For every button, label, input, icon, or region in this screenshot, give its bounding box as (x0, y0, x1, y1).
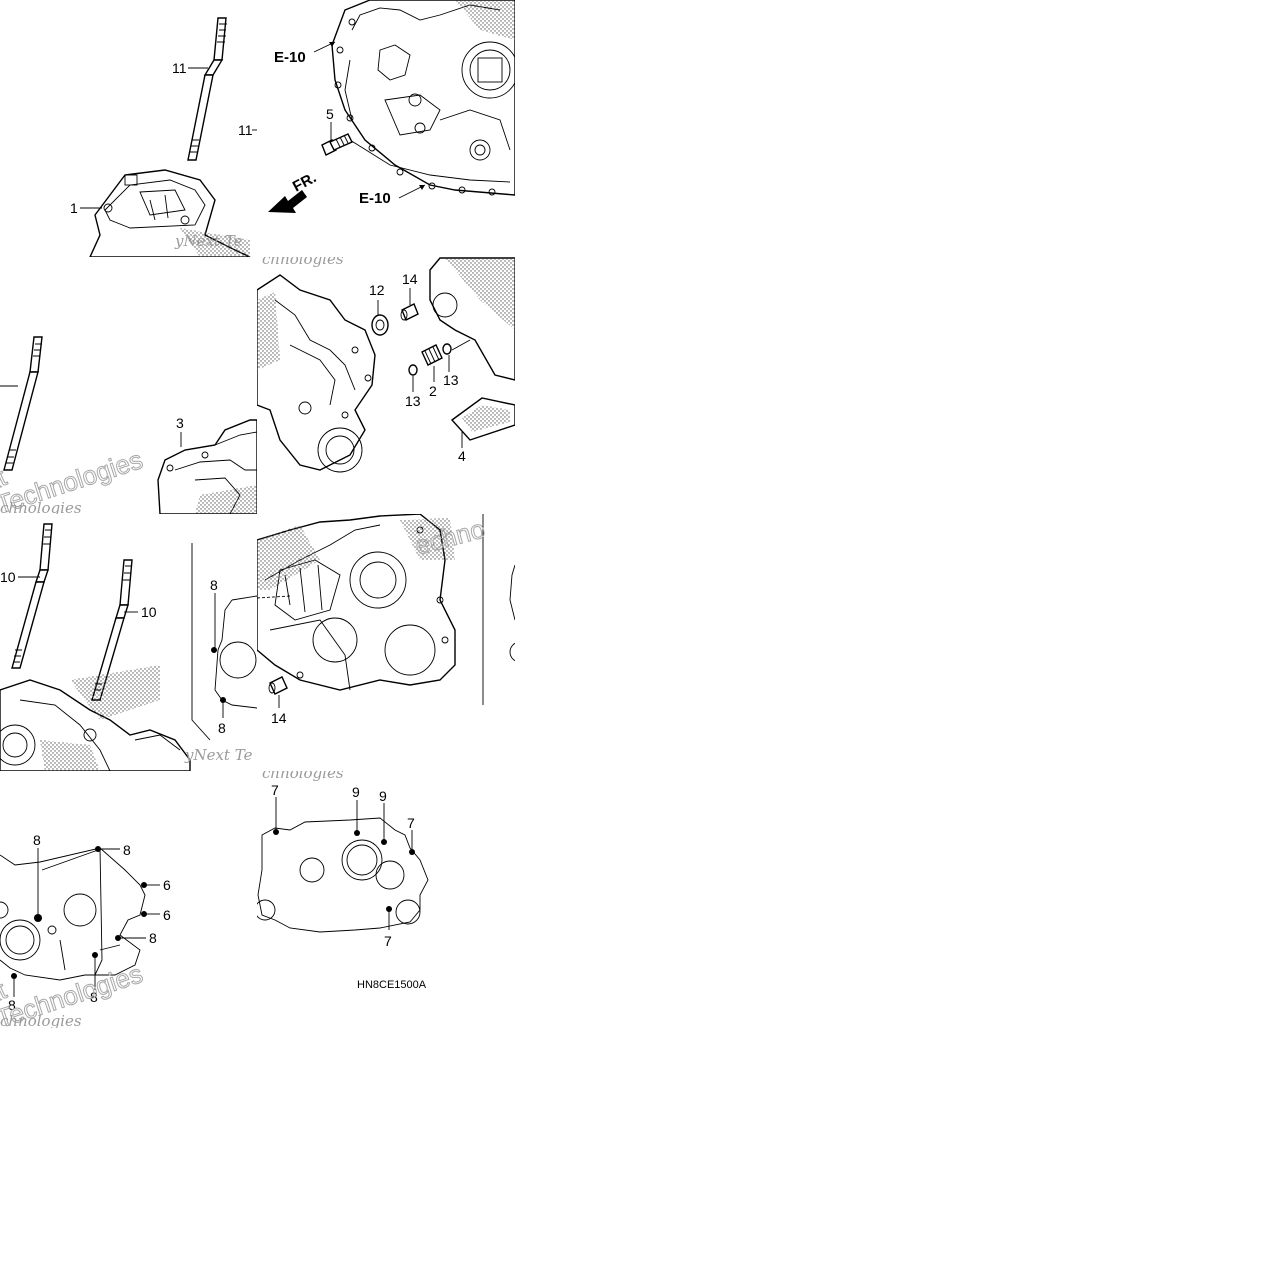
callout-9: 9 (379, 788, 387, 804)
bolt-5 (321, 133, 353, 156)
watermark-text: yNext Te (174, 232, 243, 250)
right-crankcase (331, 0, 515, 196)
callout-8: 8 (8, 997, 16, 1013)
front-arrow-icon (268, 190, 307, 213)
left-crankcase (257, 274, 376, 473)
oil-seal-12 (371, 314, 389, 336)
crankcase-body (0, 665, 191, 771)
stud-bolt (3, 336, 43, 471)
callout-11: 11 (172, 60, 187, 76)
tile-stud-bolts-top: 11 11 1 yNext Te (70, 17, 257, 257)
callout-8: 8 (149, 930, 157, 946)
callout-6: 6 (163, 877, 171, 893)
watermark-text: yNext Te (184, 746, 253, 764)
callout-13: 13 (405, 393, 421, 409)
callout-14: 14 (271, 710, 287, 726)
tile-gasket-right: 7 9 9 7 7 HN8CE1500A chnologies (257, 764, 429, 991)
front-label: FR. (290, 169, 319, 195)
callout-1: 1 (70, 200, 78, 216)
watermark-text: chnologies (0, 1012, 82, 1030)
callout-2: 2 (429, 383, 437, 399)
callout-4: 4 (458, 448, 466, 464)
crankcase-half (157, 419, 257, 514)
tile-crankcase-left: 3 xt Technologies chnologies (0, 336, 257, 517)
tile-stud-bolts-10: 10 10 8 8 yNext Te (0, 523, 257, 771)
right-crankcase-edge (429, 257, 515, 381)
reference-e10: E-10 (274, 49, 306, 66)
gasket-outline (257, 817, 429, 933)
callout-12: 12 (369, 282, 385, 298)
gasket-edge (509, 564, 515, 662)
watermark-text: chnologies (0, 499, 82, 517)
diagram-code: HN8CE1500A (357, 979, 427, 991)
tile-crankcase-parts: 12 14 13 2 13 4 chnologies (257, 250, 515, 473)
callout-14: 14 (402, 271, 418, 287)
gasket-outline (0, 846, 147, 981)
callout-8: 8 (218, 720, 226, 736)
callout-10: 10 (141, 604, 157, 620)
pipe-2 (421, 344, 443, 366)
callout-8: 8 (33, 832, 41, 848)
callout-7: 7 (384, 933, 392, 949)
callout-7: 7 (407, 815, 415, 831)
oil-strainer-4 (450, 397, 515, 441)
gasket-8 (211, 595, 257, 709)
o-ring-13 (442, 343, 452, 355)
callout-10: 10 (0, 569, 16, 585)
tile-right-crankcase: E-10 5 FR. E-10 (268, 0, 515, 213)
watermark-text: chnologies (262, 250, 344, 268)
left-crankcase-lower (257, 514, 456, 691)
cylinder-body (89, 169, 251, 257)
callout-8: 8 (123, 842, 131, 858)
stud-bolt-10 (11, 523, 53, 669)
tile-left-crankcase: 14 echno (257, 514, 515, 726)
callout-8: 8 (90, 989, 98, 1005)
callout-13: 13 (443, 372, 459, 388)
dowel-pin-14 (268, 676, 288, 695)
callout-9: 9 (352, 784, 360, 800)
stud-bolt-11 (187, 17, 227, 161)
callout-6: 6 (163, 907, 171, 923)
watermark-text: chnologies (262, 764, 344, 782)
callout-11: 11 (238, 122, 253, 138)
callout-3: 3 (176, 415, 184, 431)
callout-7: 7 (271, 782, 279, 798)
tile-gasket-left: 8 8 6 6 8 8 8 xt Technologies chnologies (0, 832, 171, 1030)
dowel-pin-14 (400, 303, 419, 321)
callout-8: 8 (210, 577, 218, 593)
reference-e10: E-10 (359, 190, 391, 207)
o-ring-13 (408, 364, 418, 376)
callout-5: 5 (326, 106, 334, 122)
